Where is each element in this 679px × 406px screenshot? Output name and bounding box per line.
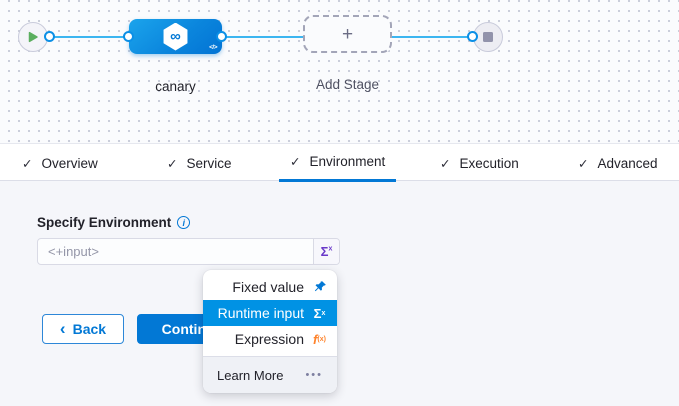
stage-node-canary[interactable]: ∞ </> xyxy=(129,19,222,54)
sigma-icon: Σx xyxy=(320,244,333,259)
environment-tab-content: Specify Environment i Σx ‹ Back Continue… xyxy=(0,182,679,406)
stage-config-tabbar: ✓ Overview ✓ Service ✓ Environment ✓ Exe… xyxy=(0,143,679,182)
back-button[interactable]: ‹ Back xyxy=(42,314,124,344)
menu-item-label: Expression xyxy=(234,331,304,347)
menu-item-expression[interactable]: Expression f(x) xyxy=(203,326,337,352)
pipeline-edge xyxy=(392,36,473,38)
tab-label: Service xyxy=(186,155,232,171)
add-stage-label: Add Stage xyxy=(315,77,380,92)
infinity-glyph: ∞ xyxy=(170,27,181,45)
check-icon: ✓ xyxy=(290,155,301,169)
pin-icon xyxy=(312,280,327,294)
back-button-label: Back xyxy=(72,321,107,337)
pipeline-edge xyxy=(222,36,305,38)
add-stage-button[interactable]: + xyxy=(303,15,392,53)
check-icon: ✓ xyxy=(578,156,589,171)
menu-item-label: Fixed value xyxy=(232,279,304,295)
code-icon: </> xyxy=(209,44,217,51)
tab-label: Execution xyxy=(459,155,519,171)
pipeline-end-node xyxy=(473,22,503,52)
menu-item-label: Runtime input xyxy=(217,305,304,321)
more-options-icon[interactable]: ••• xyxy=(305,368,323,381)
stop-icon xyxy=(483,32,493,42)
pipeline-start-node xyxy=(18,22,48,52)
check-icon: ✓ xyxy=(167,156,178,171)
connector-dot xyxy=(44,31,55,42)
runtime-input-type-button[interactable]: Σx xyxy=(313,239,339,264)
menu-item-fixed-value[interactable]: Fixed value xyxy=(203,274,337,300)
play-icon xyxy=(28,31,38,43)
pipeline-canvas: ∞ </> + canary Add Stage xyxy=(0,0,679,143)
tab-label: Environment xyxy=(309,154,386,169)
tab-overview[interactable]: ✓ Overview xyxy=(14,144,106,182)
connector-dot xyxy=(123,31,134,42)
pipeline-edge xyxy=(49,36,129,38)
check-icon: ✓ xyxy=(440,156,451,171)
tab-label: Advanced xyxy=(597,155,658,171)
connector-dot xyxy=(467,31,478,42)
stage-name-label: canary xyxy=(155,79,196,94)
environment-input-group: Σx xyxy=(37,238,340,265)
specify-environment-label: Specify Environment i xyxy=(37,215,191,230)
tab-advanced[interactable]: ✓ Advanced xyxy=(570,144,666,182)
info-icon[interactable]: i xyxy=(177,216,191,229)
tab-environment[interactable]: ✓ Environment xyxy=(279,144,397,182)
chevron-left-icon: ‹ xyxy=(59,318,66,338)
tab-execution[interactable]: ✓ Execution xyxy=(432,144,527,182)
fx-icon: f(x) xyxy=(313,331,326,347)
tab-service[interactable]: ✓ Service xyxy=(159,144,240,182)
canary-deployment-icon: ∞ xyxy=(163,22,188,51)
dropdown-footer: Learn More ••• xyxy=(203,356,337,393)
environment-input[interactable] xyxy=(38,239,313,264)
connector-dot xyxy=(216,31,227,42)
tab-label: Overview xyxy=(41,155,98,171)
field-label-text: Specify Environment xyxy=(37,215,172,230)
check-icon: ✓ xyxy=(22,156,33,171)
plus-icon: + xyxy=(341,23,354,45)
learn-more-link[interactable]: Learn More xyxy=(217,367,284,383)
